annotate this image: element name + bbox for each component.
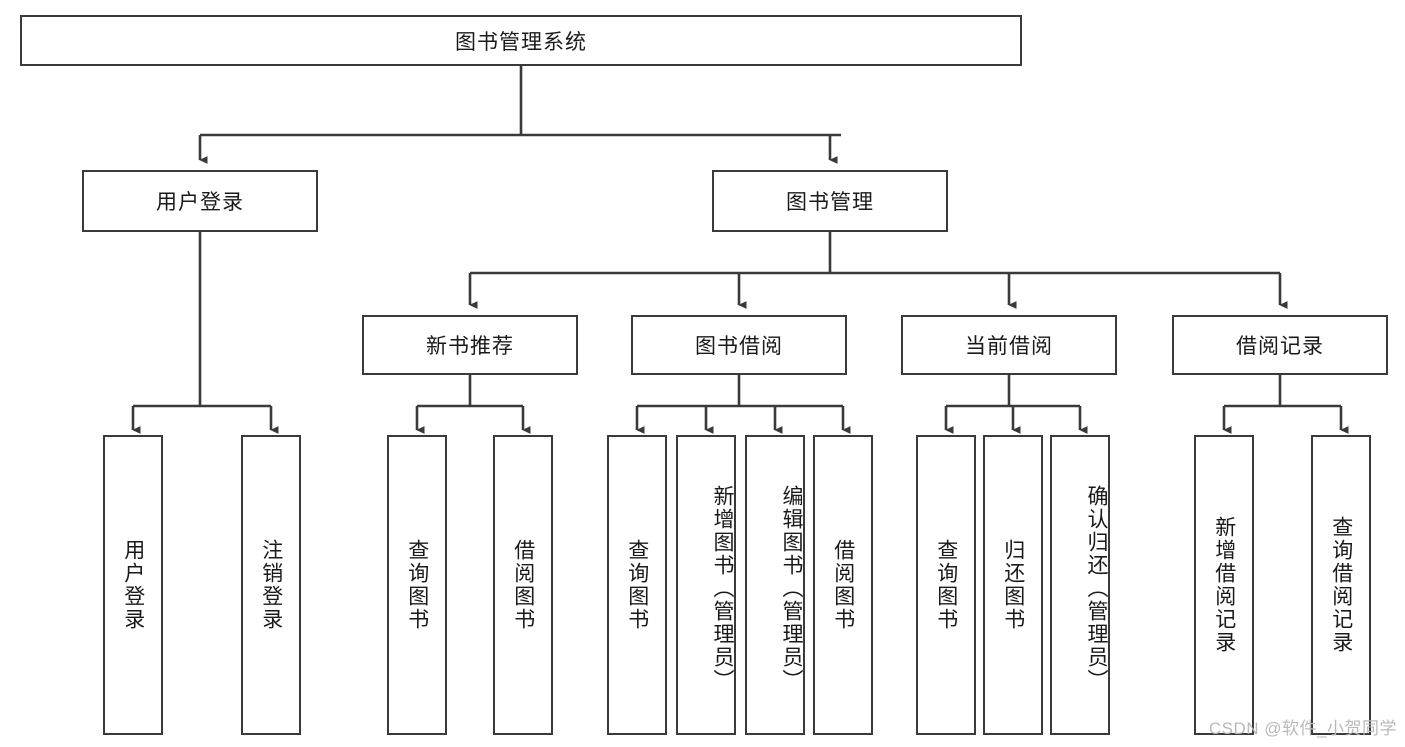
node-leaf-query-borrow-record[interactable]: 查询借阅记录 bbox=[1311, 435, 1371, 735]
node-leaf-add-book-admin[interactable]: 新增图书（管理员） bbox=[676, 435, 736, 735]
node-borrow-record[interactable]: 借阅记录 bbox=[1172, 315, 1388, 375]
node-leaf-borrow-book-recommend[interactable]: 借阅图书 bbox=[493, 435, 553, 735]
node-leaf-query-book-recommend[interactable]: 查询图书 bbox=[387, 435, 447, 735]
node-leaf-borrow-book[interactable]: 借阅图书 bbox=[813, 435, 873, 735]
node-label: 查询图书 bbox=[405, 539, 429, 631]
node-label: 归还图书 bbox=[1001, 539, 1025, 631]
node-label: 编辑图书（管理员） bbox=[780, 484, 803, 692]
node-new-book-recommend[interactable]: 新书推荐 bbox=[362, 315, 578, 375]
node-label: 用户登录 bbox=[156, 191, 244, 214]
node-current-borrow[interactable]: 当前借阅 bbox=[901, 315, 1117, 375]
node-label: 用户登录 bbox=[121, 539, 145, 631]
node-label: 查询图书 bbox=[625, 539, 649, 631]
node-leaf-query-book-current[interactable]: 查询图书 bbox=[916, 435, 976, 735]
node-user-login[interactable]: 用户登录 bbox=[82, 170, 318, 232]
node-leaf-query-book-borrow[interactable]: 查询图书 bbox=[607, 435, 667, 735]
node-leaf-add-borrow-record[interactable]: 新增借阅记录 bbox=[1194, 435, 1254, 735]
node-leaf-edit-book-admin[interactable]: 编辑图书（管理员） bbox=[745, 435, 805, 735]
node-leaf-user-login[interactable]: 用户登录 bbox=[103, 435, 163, 735]
node-label: 借阅记录 bbox=[1236, 335, 1324, 358]
node-leaf-return-book[interactable]: 归还图书 bbox=[983, 435, 1043, 735]
node-label: 图书管理系统 bbox=[455, 30, 587, 54]
node-label: 查询借阅记录 bbox=[1329, 516, 1353, 654]
node-label: 确认归还（管理员） bbox=[1085, 484, 1108, 692]
node-label: 新增图书（管理员） bbox=[711, 484, 734, 692]
node-root-library-system[interactable]: 图书管理系统 bbox=[20, 15, 1022, 66]
node-label: 新书推荐 bbox=[426, 335, 514, 358]
node-book-management[interactable]: 图书管理 bbox=[712, 170, 948, 232]
node-label: 新增借阅记录 bbox=[1212, 516, 1236, 654]
node-label: 借阅图书 bbox=[831, 539, 855, 631]
node-book-borrow[interactable]: 图书借阅 bbox=[631, 315, 847, 375]
node-label: 借阅图书 bbox=[511, 539, 535, 631]
node-label: 当前借阅 bbox=[965, 335, 1053, 358]
node-label: 图书借阅 bbox=[695, 335, 783, 358]
node-label: 图书管理 bbox=[786, 191, 874, 214]
node-leaf-confirm-return-admin[interactable]: 确认归还（管理员） bbox=[1050, 435, 1110, 735]
node-leaf-logout[interactable]: 注销登录 bbox=[241, 435, 301, 735]
node-label: 查询图书 bbox=[934, 539, 958, 631]
watermark: CSDN @软件_小贺同学 bbox=[1208, 719, 1397, 738]
node-label: 注销登录 bbox=[259, 539, 283, 631]
